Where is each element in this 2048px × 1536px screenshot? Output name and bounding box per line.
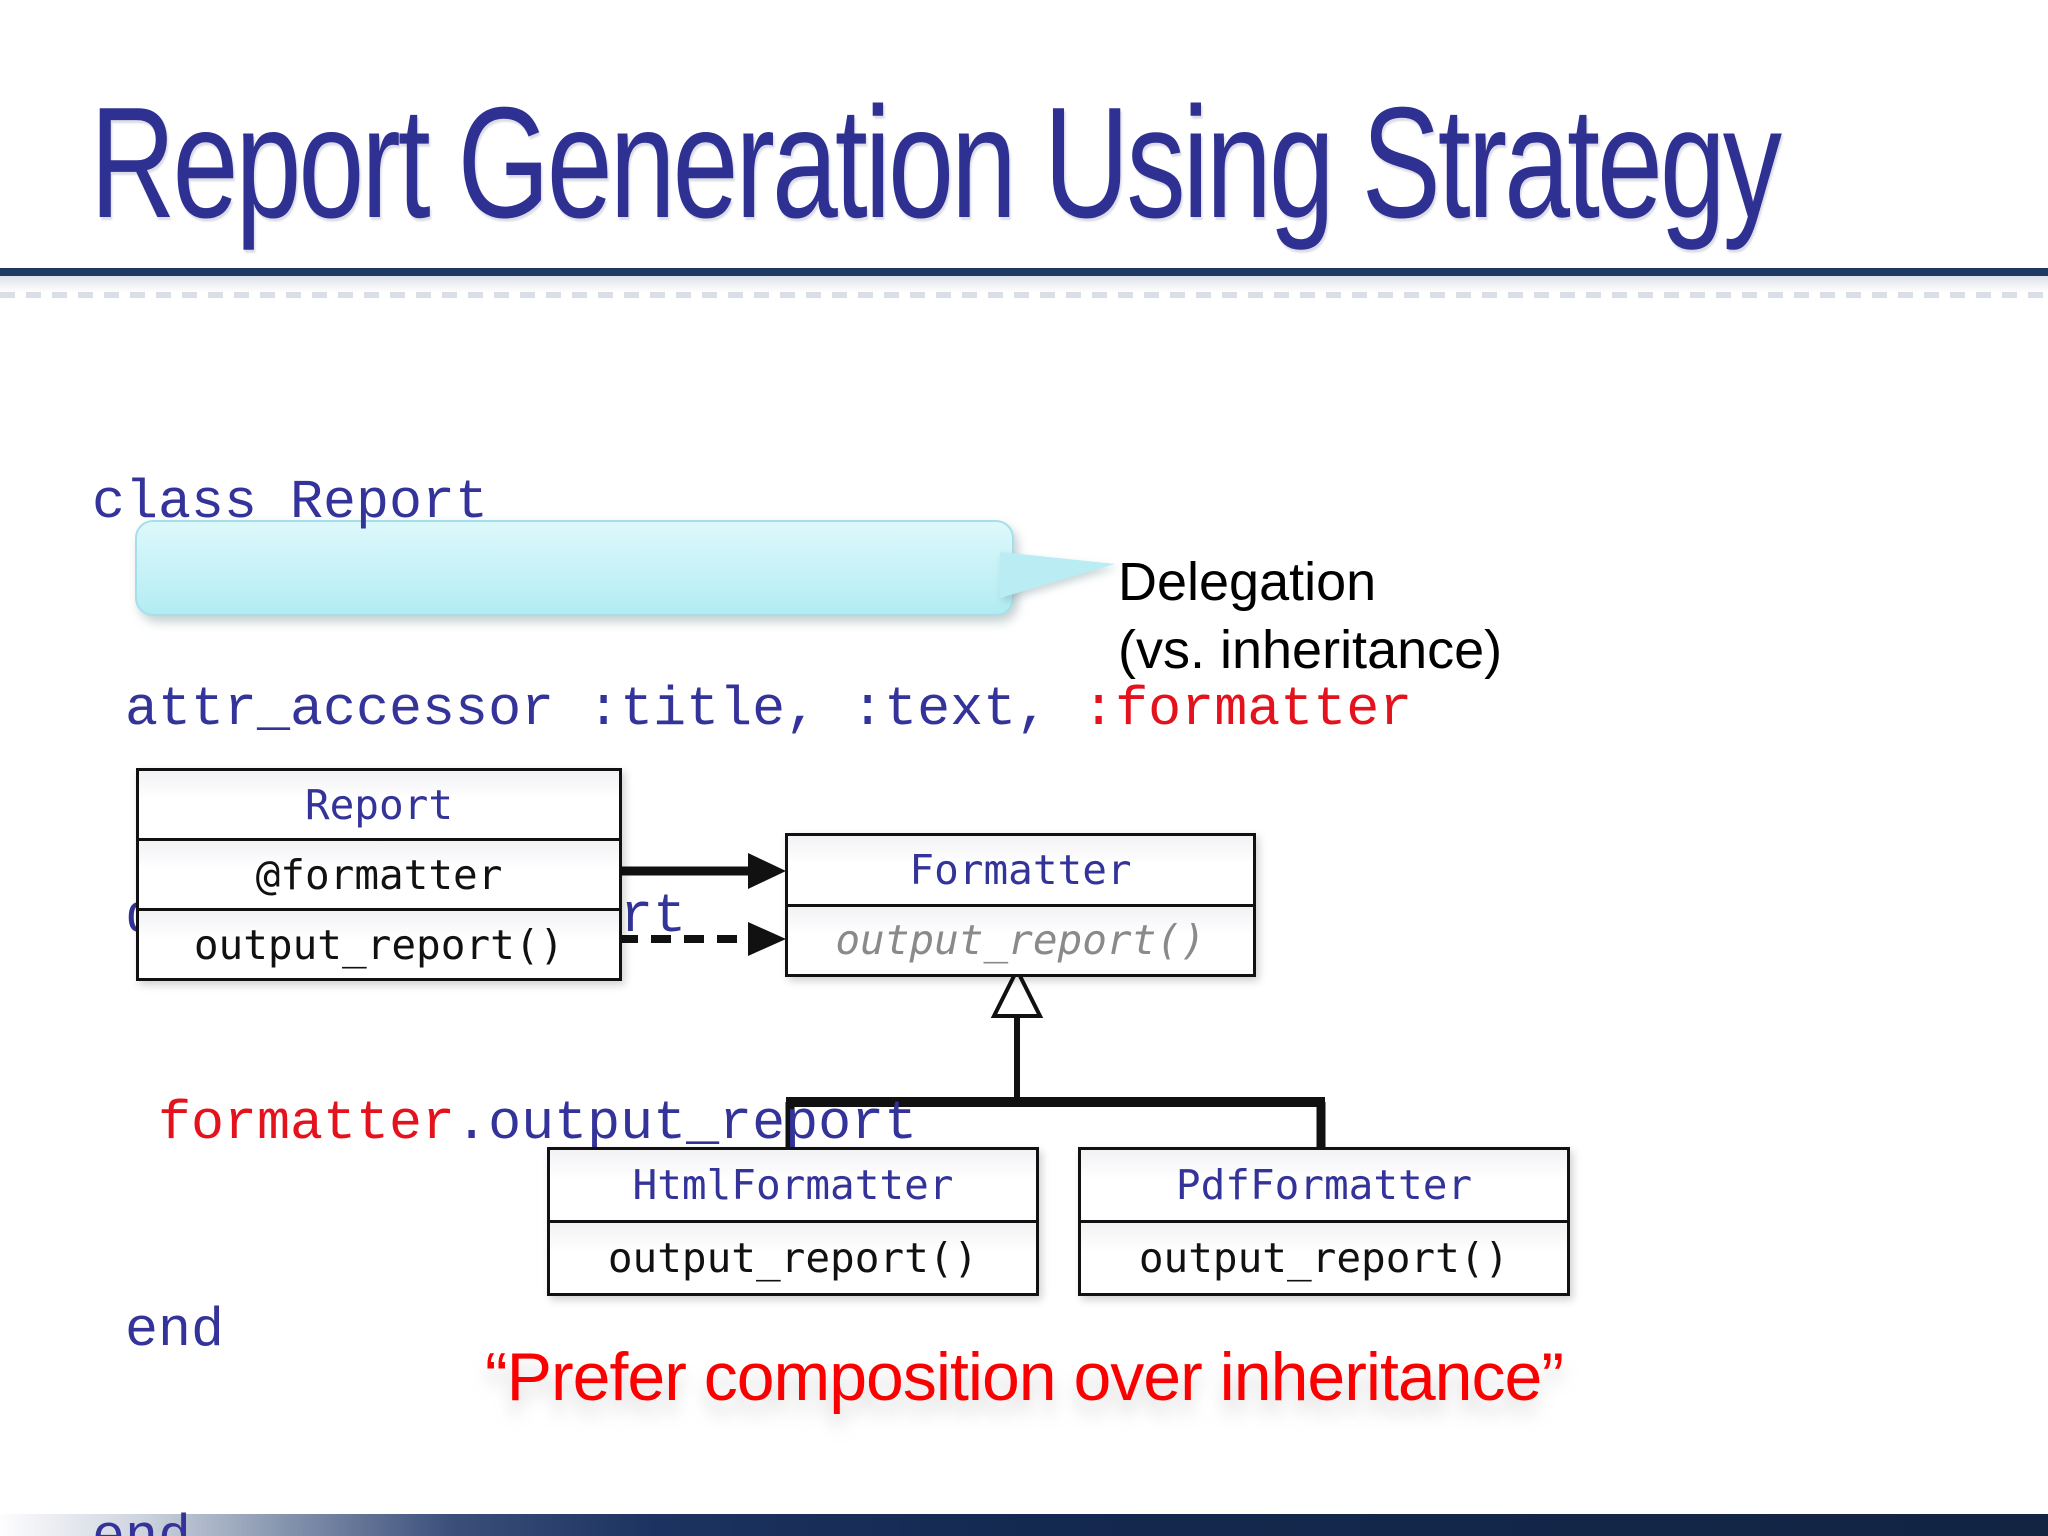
uml-class-pdfformatter: PdfFormatter output_report() bbox=[1078, 1147, 1570, 1296]
uml-formatter-name: Formatter bbox=[788, 836, 1253, 904]
uml-report-attr: @formatter bbox=[139, 838, 619, 908]
uml-pdfformatter-name: PdfFormatter bbox=[1081, 1150, 1567, 1220]
code-line: end bbox=[92, 1503, 1412, 1536]
highlight-bubble bbox=[135, 520, 1014, 616]
code-symbol-formatter: :formatter bbox=[1082, 678, 1413, 741]
uml-formatter-method: output_report() bbox=[788, 903, 1253, 974]
uml-class-htmlformatter: HtmlFormatter output_report() bbox=[547, 1147, 1039, 1296]
page-title: Report Generation Using Strategy bbox=[90, 75, 1782, 251]
code-receiver-formatter: formatter bbox=[92, 1092, 456, 1155]
uml-htmlformatter-name: HtmlFormatter bbox=[550, 1150, 1036, 1220]
uml-class-formatter: Formatter output_report() bbox=[785, 833, 1256, 977]
code-line-highlighted: formatter.output_report bbox=[92, 1092, 918, 1155]
delegation-note-line1: Delegation bbox=[1118, 552, 1377, 612]
uml-report-method: output_report() bbox=[139, 908, 619, 978]
uml-report-name: Report bbox=[139, 771, 619, 838]
delegation-note-line2: (vs. inheritance) bbox=[1118, 620, 1503, 680]
header-divider bbox=[0, 268, 2048, 276]
footer-bar bbox=[0, 1514, 2048, 1536]
header-divider-artifact bbox=[0, 292, 2048, 298]
code-line: end bbox=[92, 1299, 225, 1362]
code-line: attr_accessor :title, :text, :formatter bbox=[92, 678, 1413, 741]
uml-htmlformatter-method: output_report() bbox=[550, 1220, 1036, 1293]
association-arrowhead bbox=[748, 853, 786, 889]
dependency-arrowhead bbox=[748, 922, 786, 956]
code-block: class Report attr_accessor :title, :text… bbox=[92, 330, 1412, 1536]
composition-quote: “Prefer composition over inheritance” bbox=[485, 1339, 1564, 1415]
highlight-bubble-tail bbox=[1000, 552, 1115, 598]
header-divider-shadow bbox=[0, 276, 2048, 292]
code-line: class Report bbox=[92, 471, 489, 534]
delegation-note: Delegation (vs. inheritance) bbox=[1118, 548, 1502, 684]
uml-class-report: Report @formatter output_report() bbox=[136, 768, 622, 981]
uml-pdfformatter-method: output_report() bbox=[1081, 1220, 1567, 1293]
